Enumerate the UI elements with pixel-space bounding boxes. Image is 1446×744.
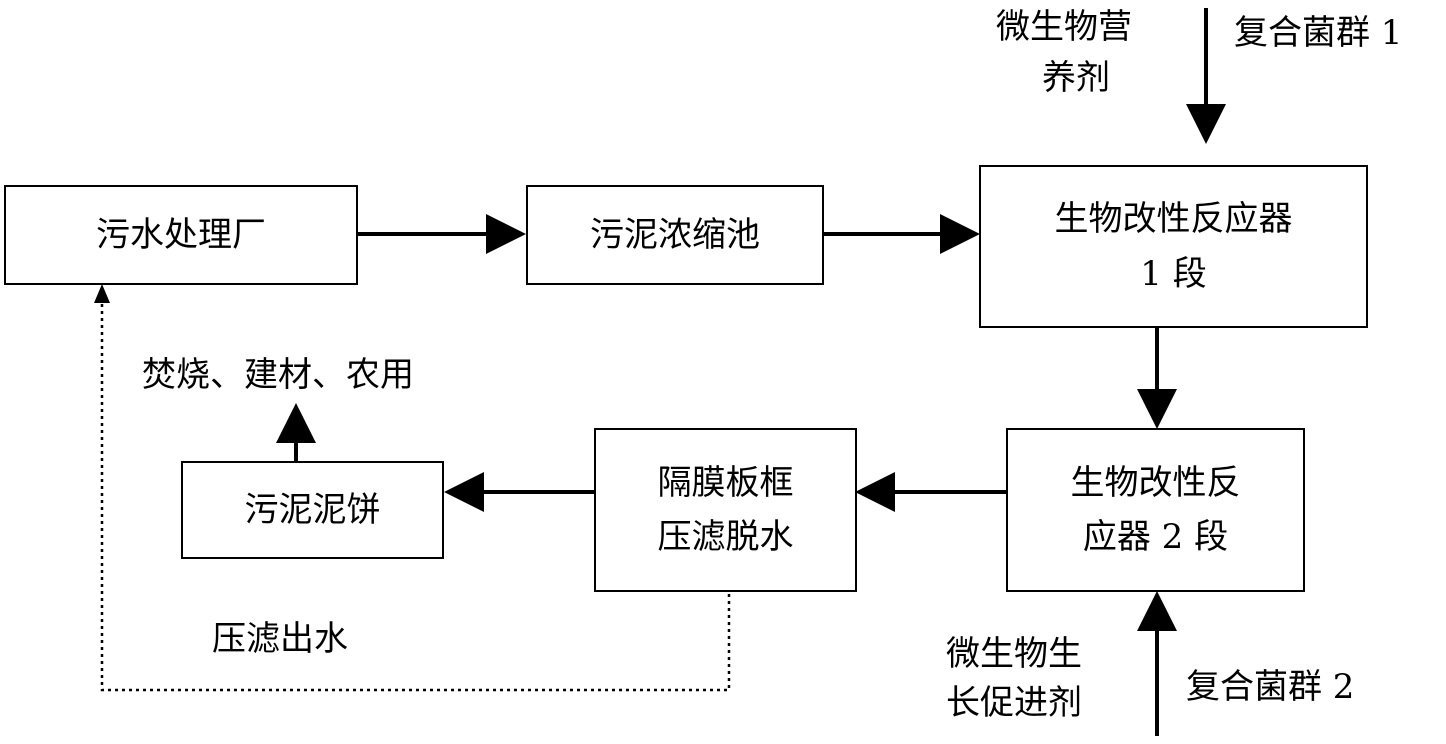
- nutrient-label-line2: 养剂: [1042, 58, 1110, 98]
- consortium1-label: 复合菌群 1: [1234, 8, 1402, 59]
- reactor2-box: 生物改性反 应器 2 段: [1006, 428, 1305, 592]
- wwtp-label: 污水处理厂: [96, 214, 266, 255]
- consortium2-text: 复合菌群 2: [1186, 667, 1355, 707]
- filtrate-return-arrowhead: [94, 284, 110, 303]
- promoter-label: 微生物生 长促进剂: [946, 630, 1082, 729]
- thickener-label: 污泥浓缩池: [590, 214, 760, 255]
- nutrient-label: 微生物营 养剂: [996, 2, 1132, 104]
- promoter-label-line1: 微生物生: [946, 634, 1082, 674]
- consortium1-text: 复合菌群 1: [1234, 13, 1403, 53]
- cake-label: 污泥泥饼: [244, 489, 381, 530]
- consortium2-label: 复合菌群 2: [1186, 662, 1354, 713]
- reactor1-label-line1: 生物改性反应器: [1054, 199, 1293, 240]
- promoter-label-line2: 长促进剂: [946, 683, 1082, 724]
- reactor2-label-line1: 生物改性反: [1070, 462, 1241, 503]
- thickener-box: 污泥浓缩池: [526, 185, 824, 285]
- filtrate-return-line: [100, 300, 731, 692]
- disposal-label: 焚烧、建材、农用: [142, 350, 414, 401]
- wwtp-box: 污水处理厂: [4, 185, 358, 285]
- reactor1-label-line2: 1 段: [1140, 253, 1207, 294]
- disposal-text: 焚烧、建材、农用: [142, 355, 414, 395]
- nutrient-label-line1: 微生物营: [996, 7, 1132, 47]
- filter-press-box: 隔膜板框 压滤脱水: [594, 428, 857, 592]
- filtrate-text: 压滤出水: [212, 619, 348, 659]
- reactor1-box: 生物改性反应器 1 段: [979, 165, 1368, 328]
- filtrate-label: 压滤出水: [212, 614, 348, 665]
- filter-press-label-line2: 压滤脱水: [657, 517, 794, 557]
- filter-press-label-line1: 隔膜板框: [657, 462, 794, 503]
- cake-box: 污泥泥饼: [181, 461, 444, 559]
- reactor2-label-line2: 应器 2 段: [1082, 517, 1229, 557]
